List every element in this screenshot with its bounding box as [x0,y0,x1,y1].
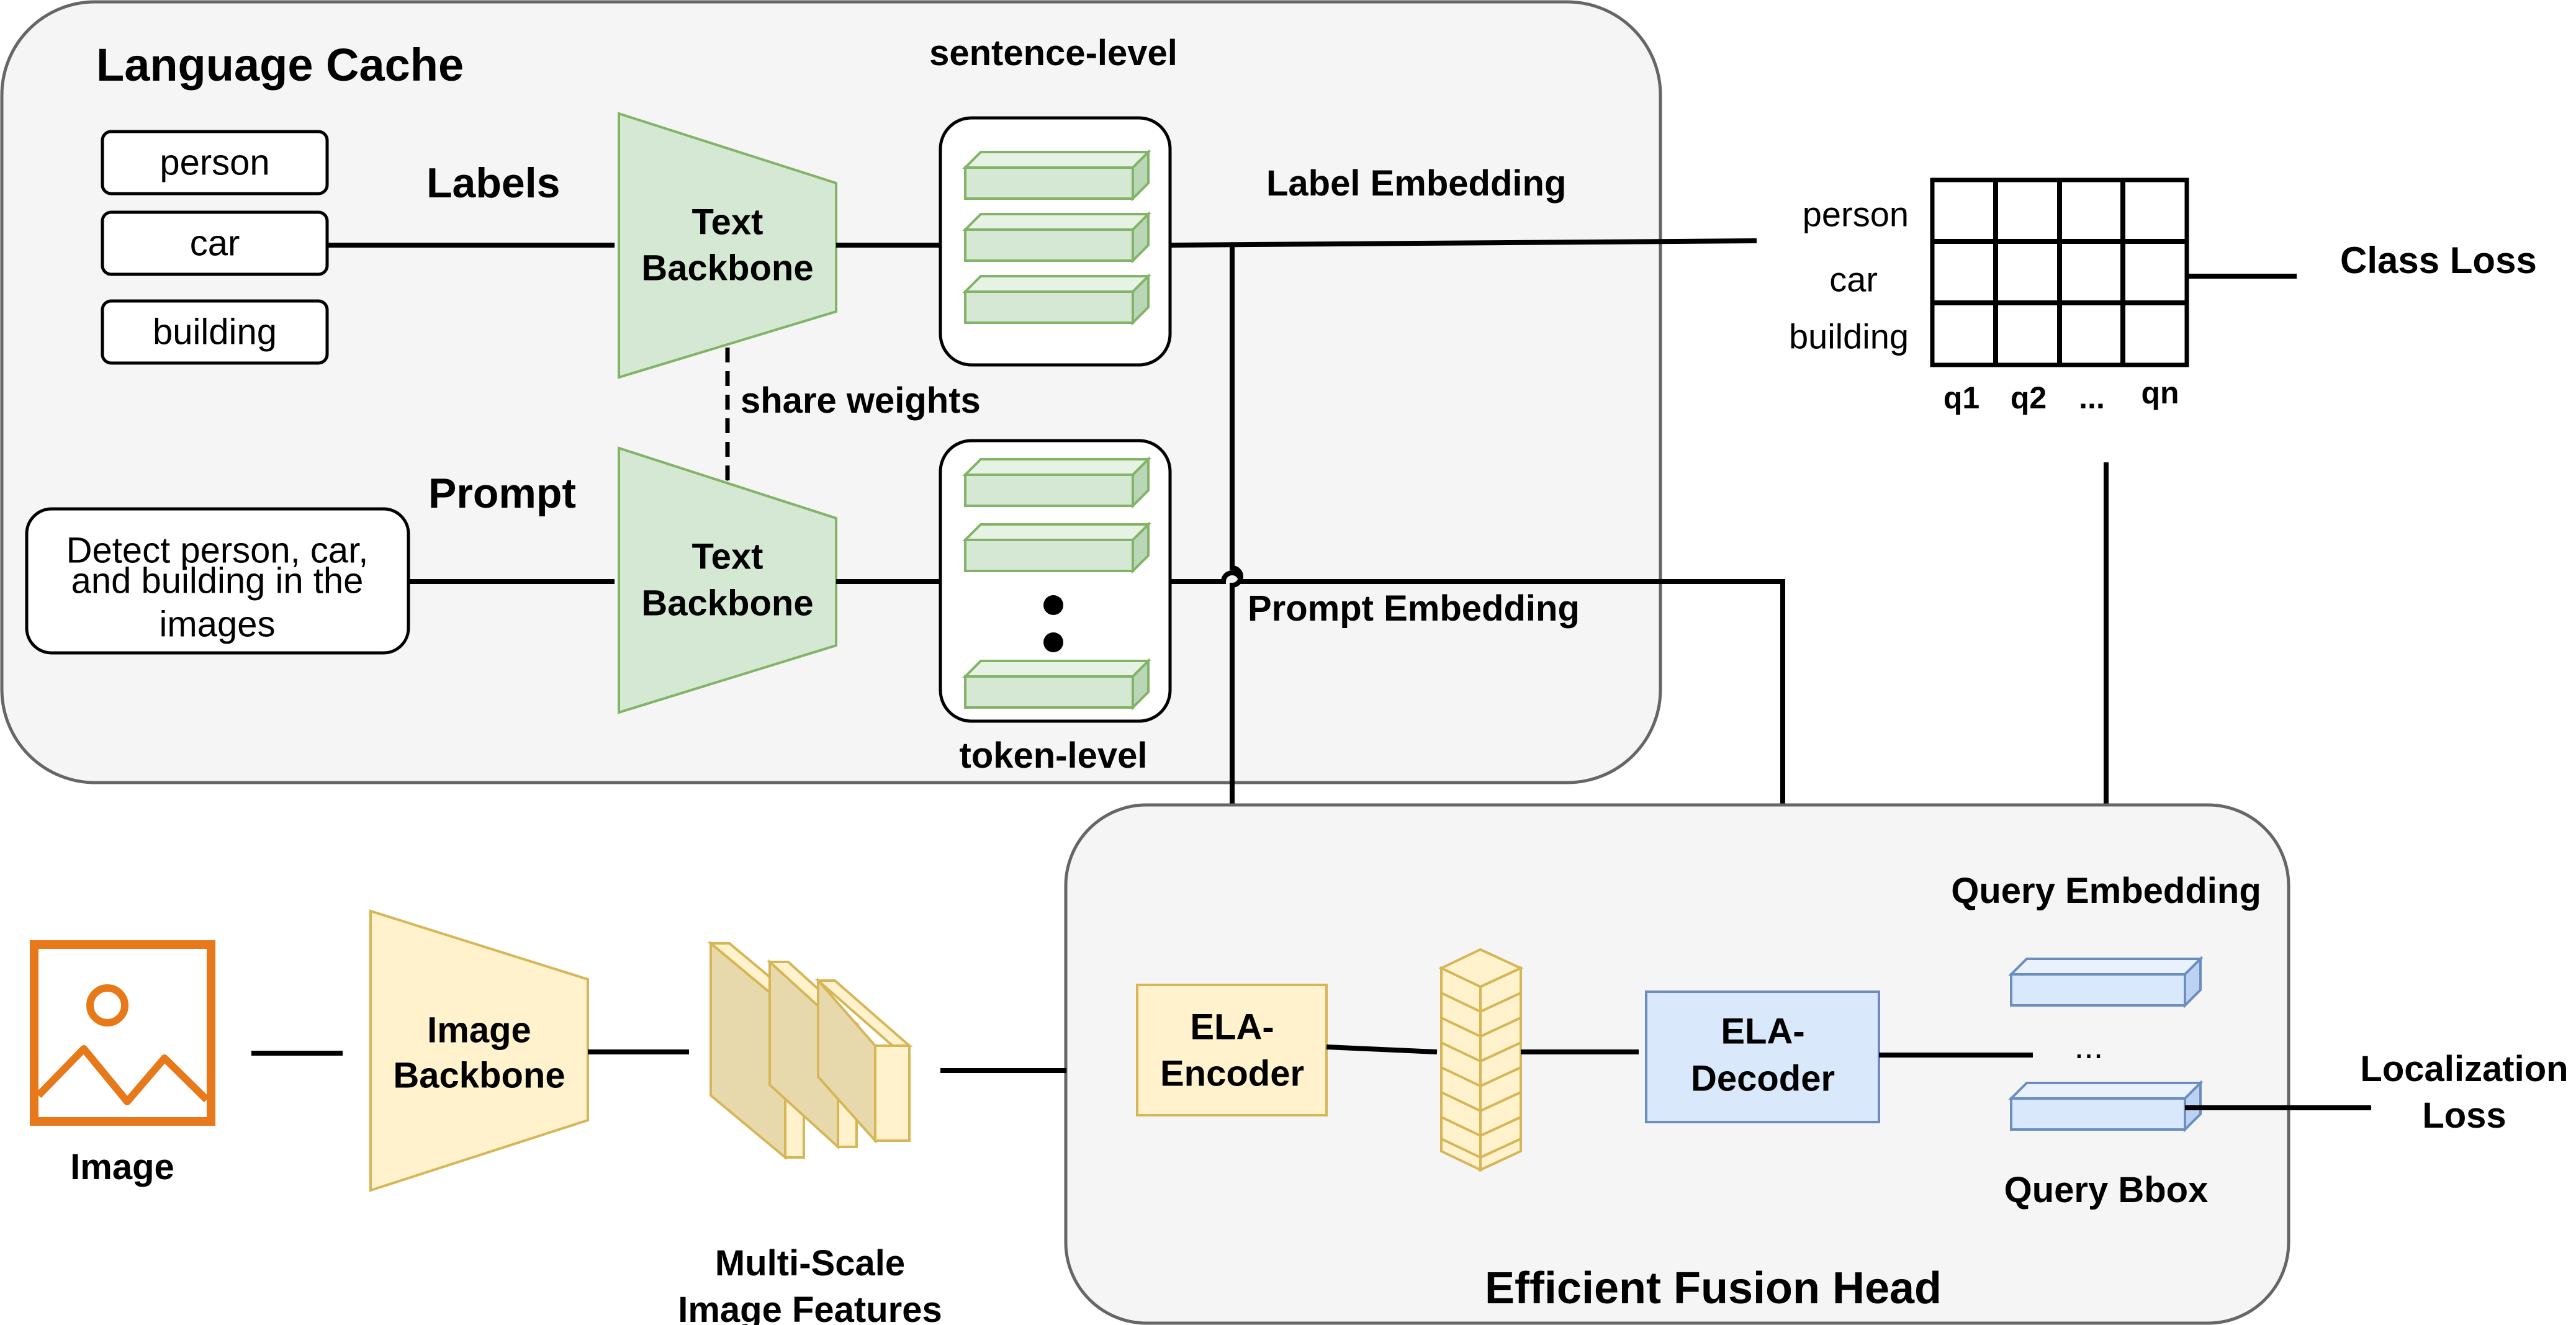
multi-scale-features-label-line2: Image Features [678,1290,942,1325]
svg-text:Backbone: Backbone [641,583,813,624]
svg-text:Backbone: Backbone [641,248,813,289]
class-loss-label: Class Loss [2340,240,2537,281]
grid-col-q2: q2 [2011,380,2047,415]
svg-text:Text: Text [692,202,763,243]
localization-loss-label-line2: Loss [2422,1095,2506,1136]
similarity-grid [1930,177,2189,367]
token-level-label: token-level [960,735,1148,776]
svg-text:Detect person, car,: Detect person, car, [66,531,369,571]
efficient-fusion-head-title: Efficient Fusion Head [1485,1264,1942,1313]
svg-text:Text: Text [692,537,763,577]
labels-heading: Labels [426,159,560,207]
multi-scale-feature-maps [707,940,913,1161]
svg-text:Image: Image [427,1010,531,1051]
svg-text:Backbone: Backbone [393,1056,565,1096]
ela-encoder: ELA- Encoder [1136,984,1328,1116]
grid-col-q1: q1 [1943,380,1979,415]
language-cache-panel [0,0,1662,784]
label-car-box: car [101,210,329,276]
localization-loss-label: Localization [2360,1049,2568,1089]
label-person-box: person [101,130,329,195]
query-embedding-top [2010,958,2202,1007]
query-ellipsis: ... [2074,1026,2104,1066]
text-backbone-top: Text Backbone [618,112,837,379]
svg-text:ELA-: ELA- [1190,1007,1274,1048]
encoder-out-arrow [1326,1044,1438,1054]
label-embedding-arrow [1169,238,1757,248]
svg-text:ELA-: ELA- [1721,1012,1804,1052]
svg-text:building: building [153,312,277,353]
query-embedding-bottom [2010,1082,2202,1131]
prompt-embedding-label: Prompt Embedding [1248,588,1580,629]
image-backbone: Image Backbone [369,909,589,1192]
svg-text:and building in the: and building in the [71,561,364,601]
sentence-level-embeddings [939,116,1172,367]
svg-text:car: car [190,223,240,264]
prompt-box: Detect person, car, and building in the … [25,507,410,655]
share-weights-label: share weights [741,380,981,421]
query-embedding-label: Query Embedding [1951,871,2261,911]
sentence-level-label: sentence-level [929,33,1178,73]
grid-row-person: person [1803,195,1909,234]
grid-col-ellipsis: ... [2079,380,2105,415]
encoded-feature-stack [1438,948,1524,1172]
token-level-embeddings [939,439,1172,723]
svg-text:Decoder: Decoder [1691,1059,1835,1099]
grid-row-building: building [1789,317,1909,356]
query-bbox-label: Query Bbox [2004,1170,2209,1210]
svg-text:Encoder: Encoder [1160,1054,1304,1094]
grid-row-car: car [1829,260,1878,299]
prompt-heading: Prompt [428,470,576,517]
label-embedding-label: Label Embedding [1266,163,1566,204]
svg-text:person: person [160,143,269,183]
image-icon [30,940,215,1126]
text-backbone-bottom: Text Backbone [618,446,837,714]
language-cache-title: Language Cache [96,39,464,91]
image-label: Image [70,1147,174,1187]
multi-scale-features-label: Multi-Scale [715,1243,905,1283]
svg-text:images: images [160,604,276,645]
ela-decoder: ELA- Decoder [1645,990,1880,1123]
label-building-box: building [101,299,329,365]
prompt-embedding-arrow [1170,570,1785,972]
grid-col-qn: qn [2141,375,2179,410]
